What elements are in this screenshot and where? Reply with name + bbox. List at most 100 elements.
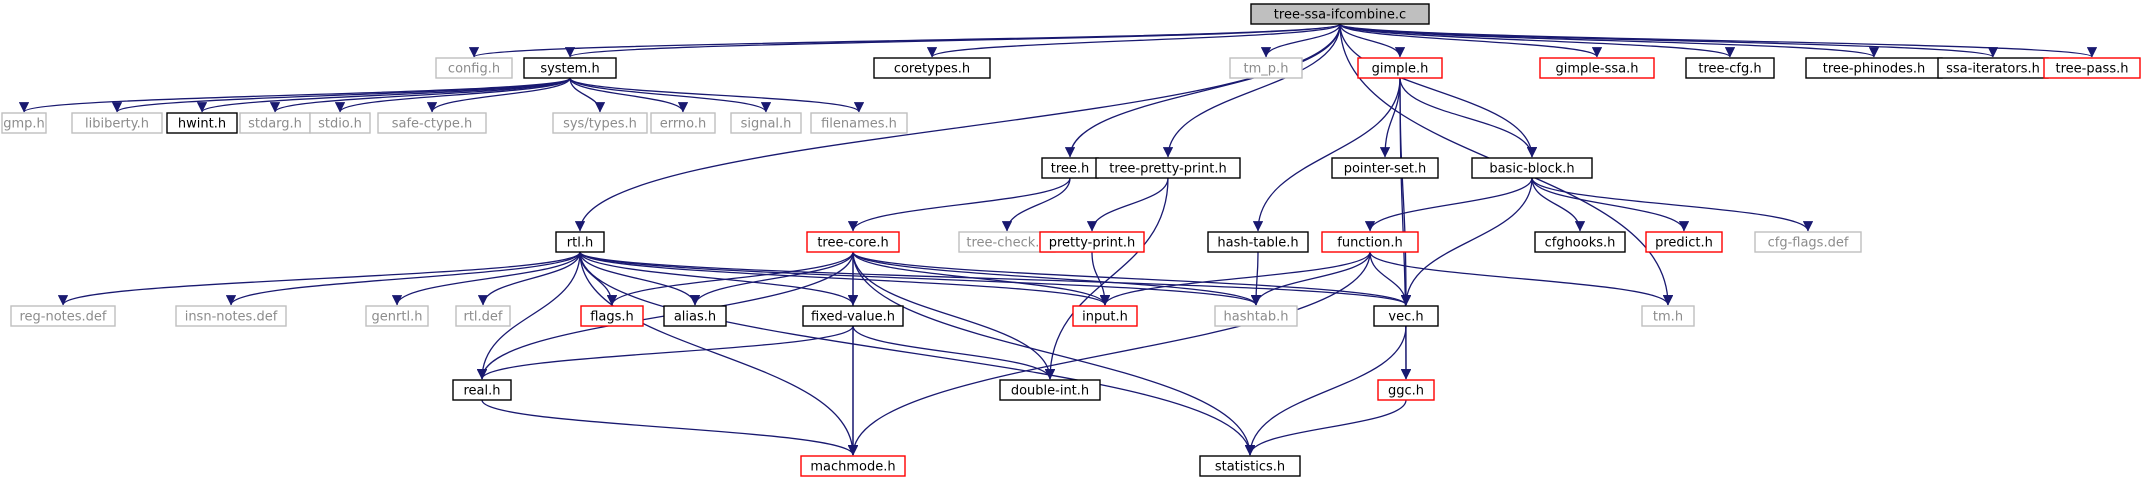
edge-root-to-tree-cfg-h	[1339, 23, 1735, 58]
edge-ggc-h-to-statistics-h	[1244, 399, 1407, 456]
node-gimple-ssa-h[interactable]: gimple-ssa.h	[1539, 57, 1655, 79]
node-rtl-def[interactable]: rtl.def	[455, 305, 511, 327]
edge-gimple-h-to-pointer-set-h	[1379, 77, 1401, 158]
node-system-h[interactable]: system.h	[523, 57, 617, 79]
node-signal-h[interactable]: signal.h	[730, 112, 802, 134]
node-coretypes-h[interactable]: coretypes.h	[873, 57, 991, 79]
edge-layer	[19, 23, 2097, 456]
node-gmp-h[interactable]: gmp.h	[1, 112, 47, 134]
node-box	[523, 57, 617, 79]
node-filenames-h[interactable]: filenames.h	[810, 112, 908, 134]
node-hash-table-h[interactable]: hash-table.h	[1207, 231, 1309, 253]
edge-rtl-h-to-vec-h	[579, 251, 1411, 306]
edge-root-to-gimple-ssa-h	[1339, 23, 1603, 58]
node-machmode-h[interactable]: machmode.h	[800, 455, 906, 477]
node-box	[806, 231, 900, 253]
edge-root-to-tree-pretty-print-h	[1162, 23, 1341, 158]
edge-function-h-to-tm-h	[1369, 251, 1674, 306]
node-tree-phinodes-h[interactable]: tree-phinodes.h	[1805, 57, 1943, 79]
node-safe-ctype-h[interactable]: safe-ctype.h	[377, 112, 487, 134]
node-double-int-h[interactable]: double-int.h	[999, 379, 1101, 401]
node-function-h[interactable]: function.h	[1321, 231, 1419, 253]
node-label: gimple.h	[1372, 62, 1429, 77]
node-box	[730, 112, 802, 134]
node-box	[1331, 157, 1439, 179]
edge-function-h-to-machmode-h	[847, 251, 1371, 456]
node-reg-notes-def[interactable]: reg-notes.def	[10, 305, 116, 327]
node-hwint-h[interactable]: hwint.h	[166, 112, 238, 134]
node-label: safe-ctype.h	[392, 117, 473, 132]
node-label: coretypes.h	[894, 62, 970, 77]
node-cfg-flags-def[interactable]: cfg-flags.def	[1754, 231, 1862, 253]
node-real-h[interactable]: real.h	[452, 379, 512, 401]
node-label: tree-ssa-ifcombine.c	[1274, 8, 1406, 23]
node-tree-check-h[interactable]: tree-check.h	[958, 231, 1056, 253]
node-box	[1072, 305, 1138, 327]
node-label: ssa-iterators.h	[1946, 62, 2040, 77]
node-sys-types-h[interactable]: sys/types.h	[552, 112, 648, 134]
node-rtl-h[interactable]: rtl.h	[555, 231, 605, 253]
node-box	[377, 112, 487, 134]
node-basic-block-h[interactable]: basic-block.h	[1471, 157, 1593, 179]
edge-function-h-to-hashtab-h	[1250, 251, 1371, 306]
node-stdio-h[interactable]: stdio.h	[309, 112, 371, 134]
node-box	[71, 112, 163, 134]
node-errno-h[interactable]: errno.h	[650, 112, 716, 134]
edge-tree-core-h-to-double-int-h	[852, 251, 1056, 380]
edge-tree-pretty-print-h-to-double-int-h	[1044, 177, 1169, 380]
node-label: errno.h	[660, 117, 707, 132]
node-pointer-set-h[interactable]: pointer-set.h	[1331, 157, 1439, 179]
node-tm-h[interactable]: tm.h	[1641, 305, 1695, 327]
node-fixed-value-h[interactable]: fixed-value.h	[802, 305, 904, 327]
edge-basic-block-h-to-vec-h	[1400, 177, 1533, 306]
node-flags-h[interactable]: flags.h	[580, 305, 644, 327]
edge-rtl-h-to-rtl-def	[477, 251, 581, 306]
edge-system-h-to-stdio-h	[334, 77, 571, 113]
edge-root-to-system-h	[565, 23, 1341, 58]
edge-vec-h-to-statistics-h	[1244, 325, 1407, 456]
node-label: tm.h	[1653, 310, 1683, 325]
node-box	[873, 57, 991, 79]
node-tm-p-h[interactable]: tm_p.h	[1229, 57, 1303, 79]
node-tree-h[interactable]: tree.h	[1041, 157, 1099, 179]
node-label: real.h	[463, 384, 500, 399]
node-pretty-print-h[interactable]: pretty-print.h	[1039, 231, 1145, 253]
node-tree-pretty-print-h[interactable]: tree-pretty-print.h	[1095, 157, 1241, 179]
node-ggc-h[interactable]: ggc.h	[1377, 379, 1435, 401]
node-cfghooks-h[interactable]: cfghooks.h	[1534, 231, 1626, 253]
node-gimple-h[interactable]: gimple.h	[1357, 57, 1443, 79]
edge-system-h-to-filenames-h	[569, 77, 865, 113]
node-ssa-iterators-h[interactable]: ssa-iterators.h	[1937, 57, 2049, 79]
node-statistics-h[interactable]: statistics.h	[1199, 455, 1301, 477]
node-insn-notes-def[interactable]: insn-notes.def	[175, 305, 287, 327]
node-root[interactable]: tree-ssa-ifcombine.c	[1250, 3, 1430, 25]
edge-system-h-to-safe-ctype-h	[426, 77, 571, 113]
node-label: sys/types.h	[563, 117, 637, 132]
node-vec-h[interactable]: vec.h	[1373, 305, 1439, 327]
node-tree-pass-h[interactable]: tree-pass.h	[2043, 57, 2141, 79]
node-predict-h[interactable]: predict.h	[1645, 231, 1723, 253]
node-label: libiberty.h	[85, 117, 149, 132]
edge-root-to-tm-p-h	[1260, 23, 1341, 58]
node-box	[452, 379, 512, 401]
node-alias-h[interactable]: alias.h	[663, 305, 727, 327]
node-label: tree.h	[1051, 162, 1090, 177]
edge-tree-core-h-to-vec-h	[852, 251, 1411, 306]
node-label: hwint.h	[178, 117, 226, 132]
node-label: flags.h	[590, 310, 634, 325]
node-input-h[interactable]: input.h	[1072, 305, 1138, 327]
node-config-h[interactable]: config.h	[435, 57, 513, 79]
edge-gimple-h-to-basic-block-h	[1399, 77, 1538, 158]
node-box	[802, 305, 904, 327]
node-stdarg-h[interactable]: stdarg.h	[239, 112, 311, 134]
edge-hash-table-h-to-hashtab-h	[1250, 251, 1262, 306]
node-genrtl-h[interactable]: genrtl.h	[365, 305, 429, 327]
edge-tree-core-h-to-statistics-h	[852, 251, 1256, 456]
node-tree-core-h[interactable]: tree-core.h	[806, 231, 900, 253]
edge-system-h-to-stdarg-h	[269, 77, 571, 113]
edge-tree-h-to-tree-core-h	[847, 177, 1071, 232]
node-box	[800, 455, 906, 477]
node-hashtab-h[interactable]: hashtab.h	[1214, 305, 1298, 327]
node-libiberty-h[interactable]: libiberty.h	[71, 112, 163, 134]
node-tree-cfg-h[interactable]: tree-cfg.h	[1685, 57, 1775, 79]
